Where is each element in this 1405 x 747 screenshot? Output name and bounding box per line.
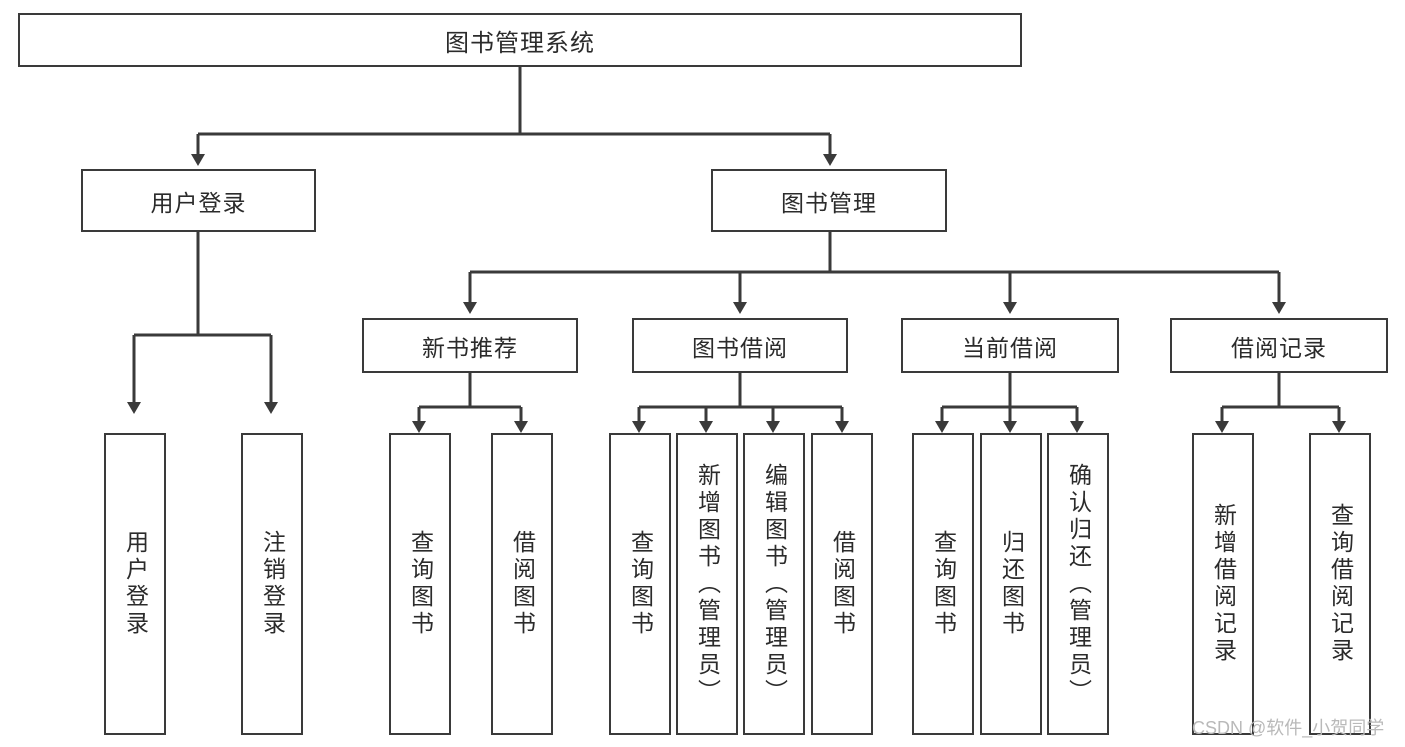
leaf-recommend-borrow-book[interactable]: 借阅图书 xyxy=(491,433,553,735)
csdn-watermark: CSDN @软件_小贺同学 xyxy=(1192,718,1385,738)
leaf-current-return-book[interactable]: 归还图书 xyxy=(980,433,1042,735)
node-label: 借阅记录 xyxy=(1231,334,1327,361)
node-label: 借阅图书 xyxy=(829,530,856,638)
leaf-recommend-query-book[interactable]: 查询图书 xyxy=(389,433,451,735)
leaf-borrow-edit-book-admin[interactable]: 编辑图书（管理员） xyxy=(743,433,805,735)
node-label: 注销登录 xyxy=(259,530,286,638)
leaf-borrow-borrow-book[interactable]: 借阅图书 xyxy=(811,433,873,735)
leaf-record-query-record[interactable]: 查询借阅记录 xyxy=(1309,433,1371,735)
node-new-book-recommend[interactable]: 新书推荐 xyxy=(362,318,578,373)
node-label: 新增借阅记录 xyxy=(1210,503,1237,665)
node-user-login[interactable]: 用户登录 xyxy=(81,169,316,232)
node-label: 用户登录 xyxy=(122,530,149,638)
node-label: 用户登录 xyxy=(150,189,247,216)
node-label: 借阅图书 xyxy=(509,530,536,638)
node-label: 图书管理 xyxy=(781,189,877,216)
leaf-user-login-signin[interactable]: 用户登录 xyxy=(104,433,166,735)
node-label: 新书推荐 xyxy=(422,334,518,361)
leaf-current-query-book[interactable]: 查询图书 xyxy=(912,433,974,735)
node-book-borrow[interactable]: 图书借阅 xyxy=(632,318,848,373)
leaf-user-login-signout[interactable]: 注销登录 xyxy=(241,433,303,735)
node-label: 确认归还（管理员） xyxy=(1065,462,1092,706)
leaf-borrow-query-book[interactable]: 查询图书 xyxy=(609,433,671,735)
node-label: 新增图书（管理员） xyxy=(694,462,721,706)
node-label: 当前借阅 xyxy=(962,334,1058,361)
node-label: 查询图书 xyxy=(930,530,957,638)
node-label: 查询图书 xyxy=(407,530,434,638)
node-current-borrow[interactable]: 当前借阅 xyxy=(901,318,1119,373)
node-label: 查询图书 xyxy=(627,530,654,638)
node-root-system[interactable]: 图书管理系统 xyxy=(18,13,1022,67)
leaf-borrow-add-book-admin[interactable]: 新增图书（管理员） xyxy=(676,433,738,735)
node-label: 图书管理系统 xyxy=(445,29,595,57)
leaf-record-add-record[interactable]: 新增借阅记录 xyxy=(1192,433,1254,735)
node-label: 编辑图书（管理员） xyxy=(761,462,788,706)
node-label: 图书借阅 xyxy=(692,334,788,361)
leaf-current-confirm-return-admin[interactable]: 确认归还（管理员） xyxy=(1047,433,1109,735)
node-label: 归还图书 xyxy=(998,530,1025,638)
node-book-management[interactable]: 图书管理 xyxy=(711,169,947,232)
node-borrow-record[interactable]: 借阅记录 xyxy=(1170,318,1388,373)
node-label: 查询借阅记录 xyxy=(1327,503,1354,665)
